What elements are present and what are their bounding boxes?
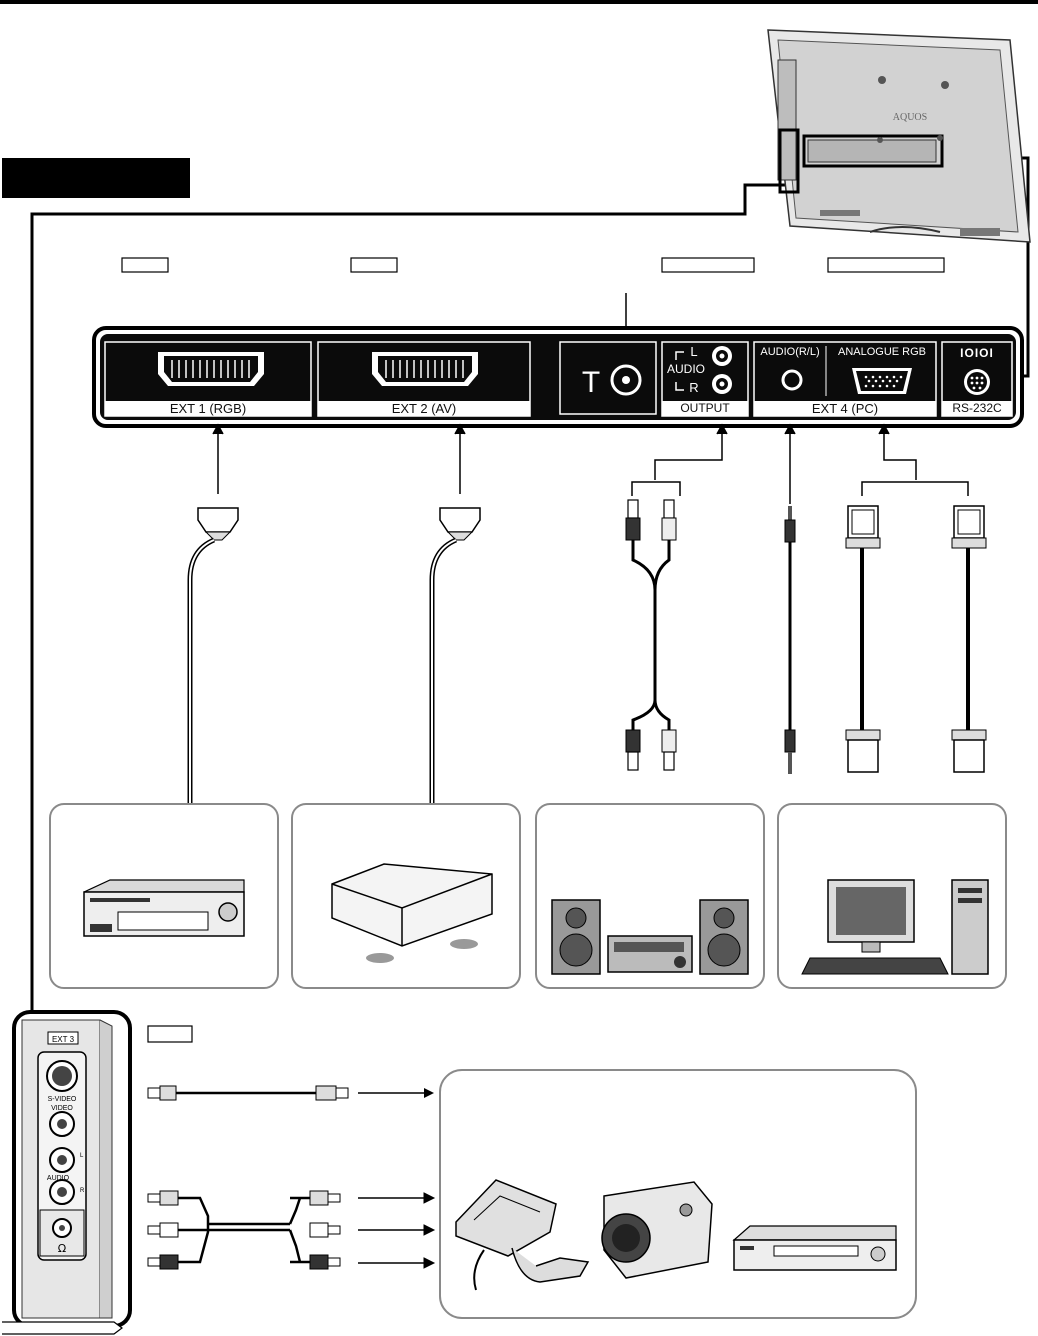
ext1-port-label: EXT 1 (RGB) [169, 401, 247, 416]
scart-connector-ext2 [372, 352, 478, 386]
minijack-audio-cable [784, 506, 796, 774]
tv-rear-highlight-side [778, 128, 800, 194]
section-header-block [2, 158, 190, 198]
tv-rear-highlight-bottom [802, 134, 944, 168]
side-audio-r: R [80, 1188, 85, 1194]
ref-box-output [661, 257, 755, 273]
dvd-recorder-illustration [83, 879, 245, 937]
composite-av-cable [147, 1190, 436, 1270]
tv-rear-illustration: AQUOS [767, 29, 1031, 243]
rs232-cable [951, 505, 987, 773]
svideo-cable [147, 1085, 434, 1101]
camcorder-illustration [601, 1181, 713, 1279]
scart-cable-1 [187, 507, 239, 880]
continued-arrow [2, 1321, 123, 1335]
tv-brand-text: AQUOS [893, 112, 927, 123]
side-audio-label: AUDIO [47, 1175, 70, 1182]
settop-box-illustration [331, 863, 493, 963]
ref-box-ext3 [147, 1025, 193, 1043]
ref-box-ext4 [827, 257, 945, 273]
game-console-illustration [455, 1179, 590, 1291]
side-panel-link-line [30, 183, 785, 1012]
scart-connector-ext1 [158, 352, 264, 386]
ext4-port-label: EXT 4 (PC) [811, 401, 879, 416]
rear-connector-panel: T [92, 326, 1024, 428]
output-port-label: OUTPUT [680, 401, 730, 415]
analogue-rgb-label: ANALOGUE RGB [837, 346, 927, 358]
side-audio-l: L [80, 1153, 84, 1159]
ext3-label: EXT 3 [52, 1035, 75, 1044]
serial-icon-text: IOIOI [960, 346, 994, 360]
rca-audio-cable [625, 499, 677, 771]
ref-box-ext2 [350, 257, 398, 273]
ext2-port-label: EXT 2 (AV) [391, 401, 457, 416]
audio-system-illustration [551, 899, 749, 975]
rs232-port-label: RS-232C [952, 401, 1002, 415]
port-arrows [212, 423, 969, 504]
vga-connector [852, 368, 912, 394]
vcr-illustration [732, 1225, 897, 1271]
pc-audio-jack [781, 369, 803, 391]
output-audio-r: R [689, 380, 699, 395]
ref-box-ext1 [121, 257, 169, 273]
video-label: VIDEO [51, 1105, 73, 1112]
output-audio-l: L [690, 344, 698, 359]
scart-cable-2 [429, 507, 481, 880]
output-audio-label: AUDIO [666, 362, 705, 376]
pc-illustration [801, 879, 989, 975]
side-panel-ext3: EXT 3 S-VIDEO VIDEO AUDIO L R Ω [12, 1010, 132, 1328]
pc-audio-label: AUDIO(R/L) [760, 346, 820, 358]
antenna-port-frame [559, 341, 657, 415]
rs232-connector [964, 369, 990, 395]
headphone-symbol: Ω [58, 1242, 66, 1255]
svideo-label: S-VIDEO [48, 1096, 77, 1103]
antenna-symbol: T [582, 366, 600, 399]
top-rule [0, 0, 1038, 4]
vga-cable [845, 505, 881, 773]
